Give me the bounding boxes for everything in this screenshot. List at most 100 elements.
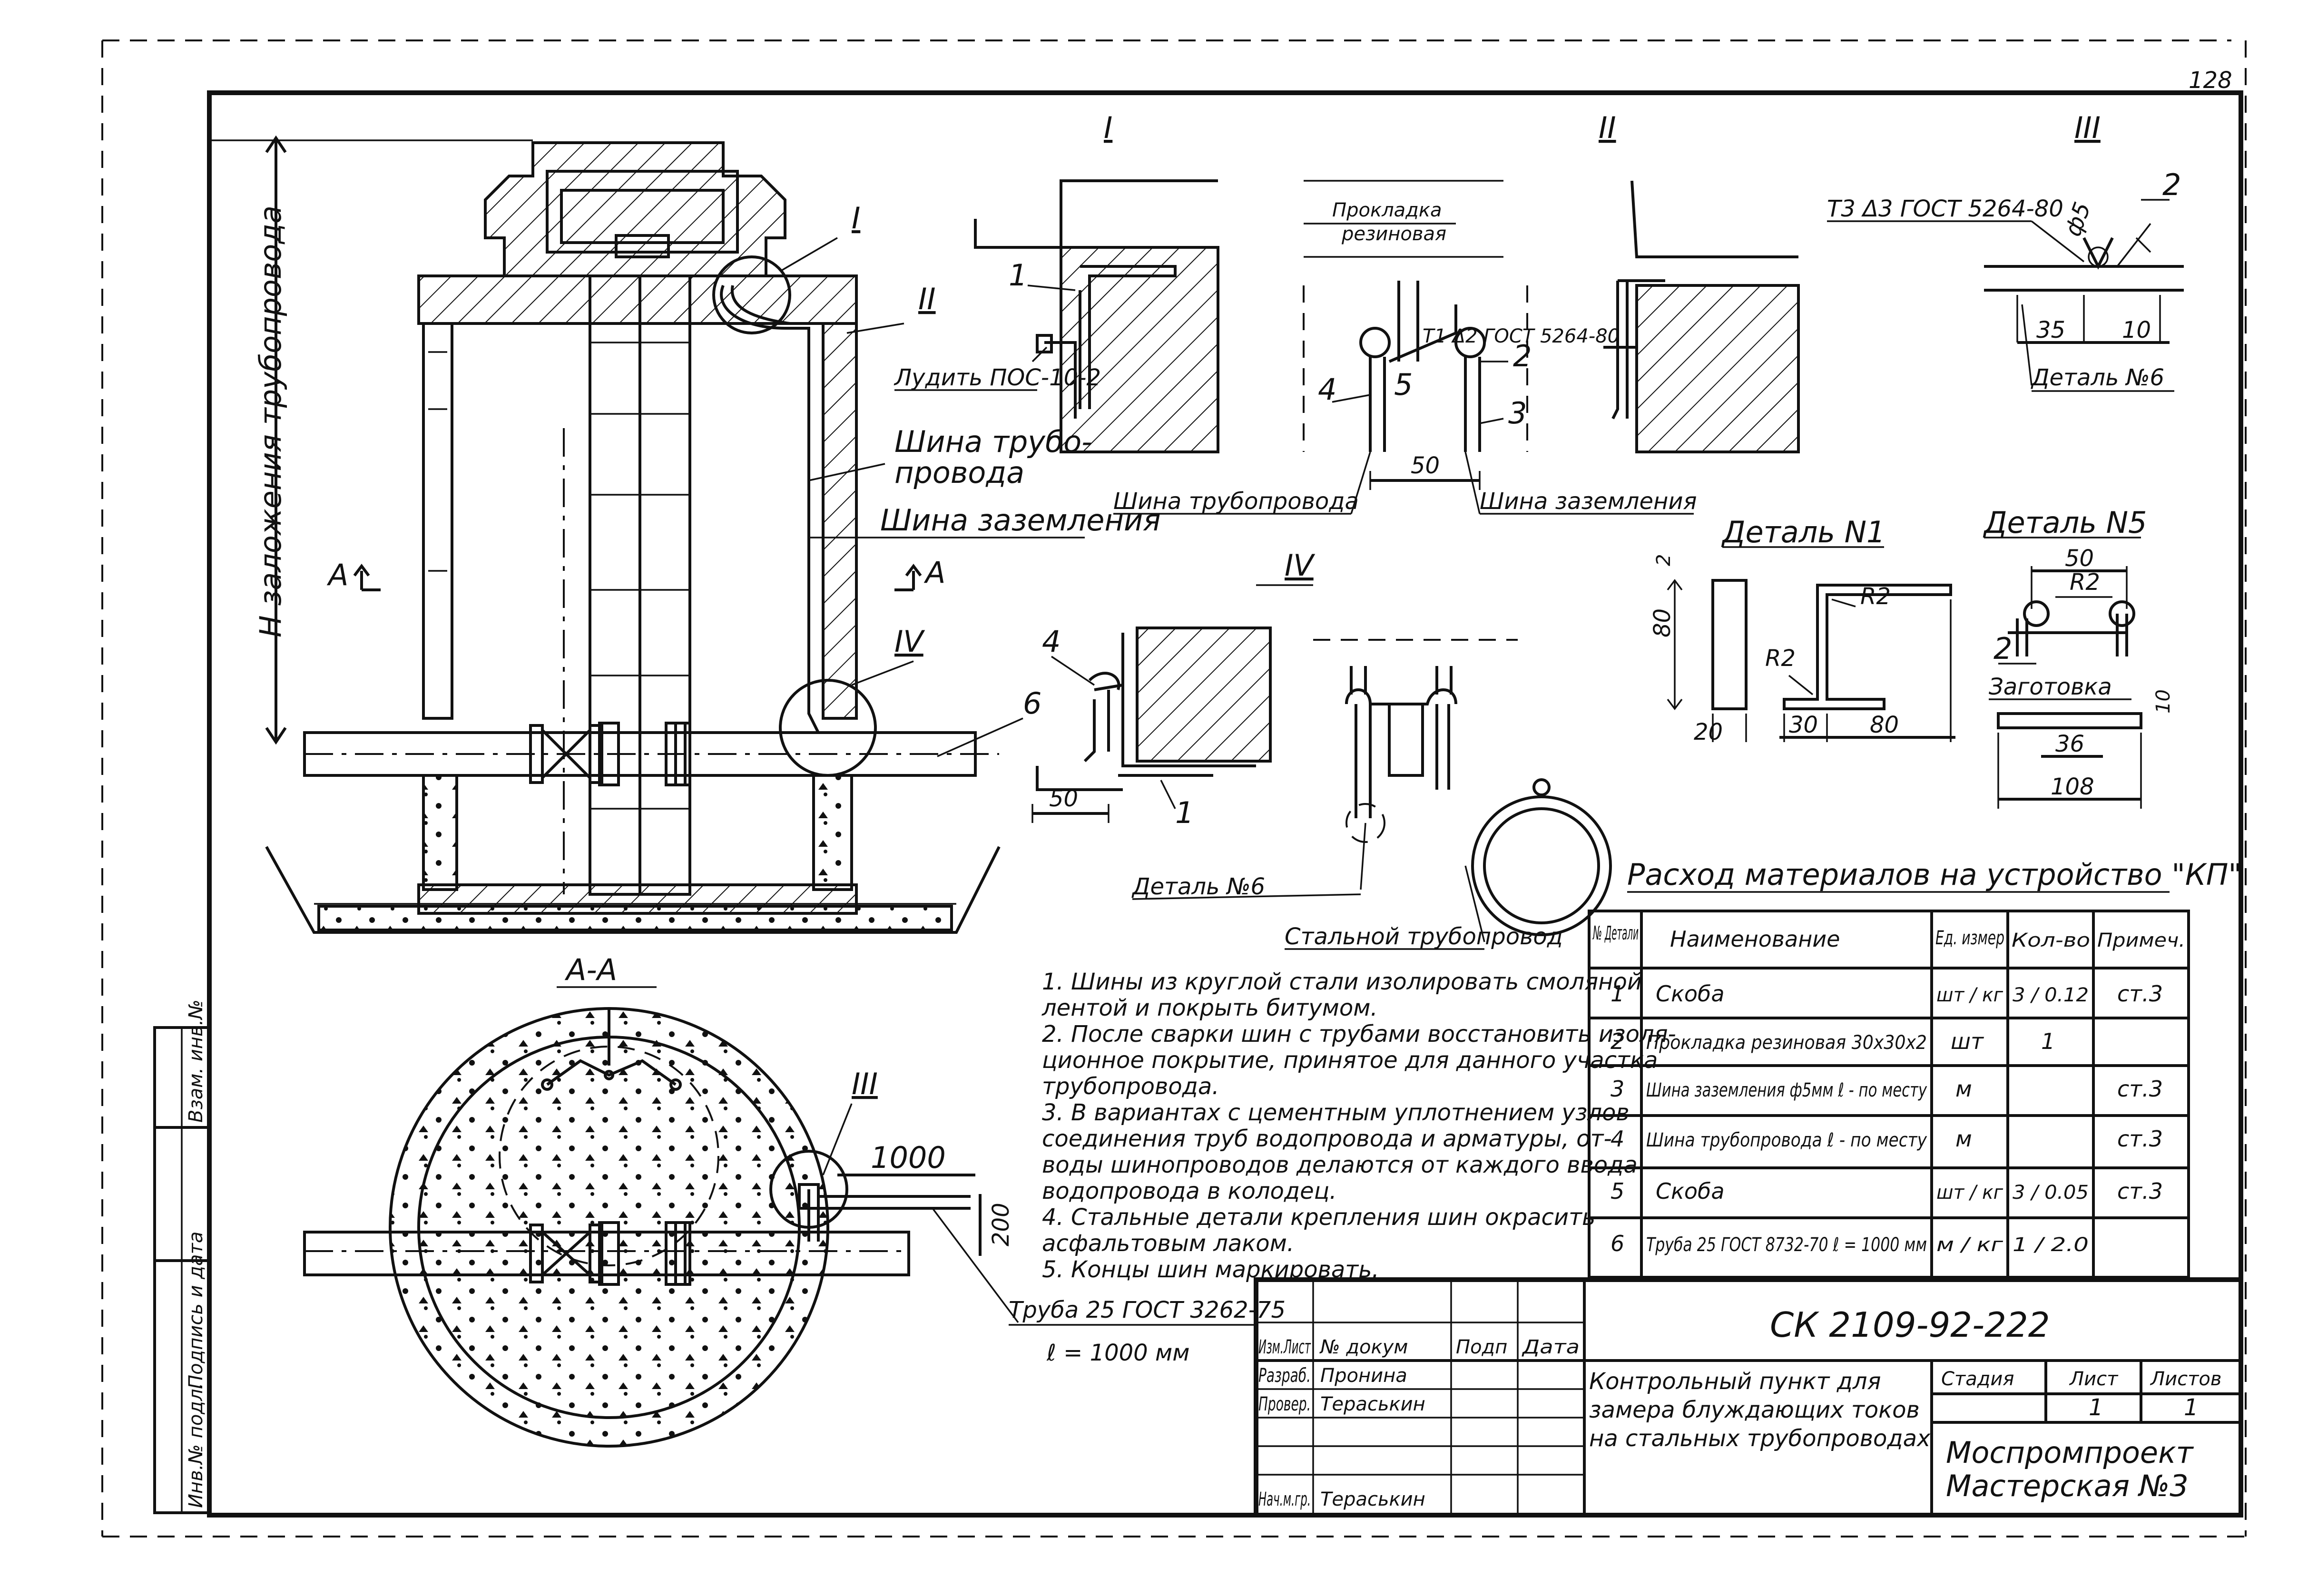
detail5-n2: 2 (1994, 631, 2012, 666)
row-3-note: ст.3 (2117, 1076, 2163, 1102)
detail-ii-pipeline-bus: Шина трубопровода (1113, 488, 1359, 515)
materials-header-qty: Кол-во (2012, 930, 2090, 951)
detail1-r2b: R2 (1765, 645, 1796, 672)
label-ground-bus: Шина заземления (880, 503, 1161, 538)
detail1-w30: 30 (1789, 712, 1818, 738)
plan-d1000: 1000 (871, 1140, 946, 1175)
detail-iv-detail6: Деталь №6 (1131, 873, 1265, 900)
detail-ii-title: II (1599, 110, 1616, 145)
title-name-3: Тераськин (1320, 1488, 1425, 1510)
title-desc-3: на стальных трубопроводах (1589, 1425, 1931, 1452)
table-row: 3 Шина заземления ф5мм ℓ - по месту м ст… (1611, 1076, 2163, 1102)
note-line-7: соединения труб водопровода и арматуры, … (1042, 1126, 1612, 1152)
row-6-qty: 1 / 2.0 (2013, 1234, 2089, 1256)
title-name-0: № докум (1319, 1336, 1408, 1358)
vertical-label: Н заложения трубопровода (253, 206, 288, 637)
callout-i: I (852, 201, 860, 235)
title-org-2: Мастерская №3 (1946, 1469, 2189, 1503)
title-name-1: Пронина (1320, 1365, 1407, 1387)
materials-header-pos: № Детали (1592, 922, 1639, 944)
row-4-name: Шина трубопровода ℓ - по месту (1646, 1129, 1927, 1151)
detail-ii-n5: 5 (1394, 367, 1413, 402)
detail5-d108: 108 (2051, 774, 2094, 800)
detail5-d50: 50 (2065, 545, 2094, 572)
detail1-h80: 80 (1649, 608, 1676, 637)
row-6-name: Труба 25 ГОСТ 8732-70 ℓ = 1000 мм (1646, 1234, 1927, 1256)
callout-ii: II (918, 282, 936, 316)
row-2-pos: 2 (1611, 1028, 1624, 1054)
row-5-note: ст.3 (2117, 1178, 2163, 1204)
detail1-title: Деталь N1 (1721, 515, 1885, 549)
note-line-3: 2. После сварки шин с трубами восстанови… (1042, 1021, 1676, 1048)
detail-i-title: I (1104, 110, 1112, 145)
title-org-1: Моспромпроект (1946, 1435, 2194, 1470)
detail-iii: III Т3 Δ3 ГОСТ 5264-80 ф5 2 35 10 Деталь… (1827, 110, 2184, 392)
detail-ii-gasket-1: Прокладка (1332, 199, 1442, 221)
materials-title: Расход материалов на устройство "КП" (1627, 857, 2242, 892)
elevation-view: Н заложения трубопровода (209, 135, 1161, 934)
detail1-r2a: R2 (1860, 583, 1891, 610)
materials-table: Расход материалов на устройство "КП" № Д… (1588, 857, 2242, 1279)
side-stamp-repl: Взам. инв.№ (185, 999, 207, 1123)
detail-ii-ground-bus: Шина заземления (1480, 488, 1697, 515)
note-line-11: асфальтовым лаком. (1042, 1230, 1294, 1257)
row-4-note: ст.3 (2117, 1126, 2163, 1152)
note-line-5: трубопровода. (1042, 1073, 1219, 1100)
row-1-qty: 3 / 0.12 (2013, 984, 2089, 1006)
detail-iv: IV 4 50 1 Деталь №6 Стальной трубопровод (1031, 548, 1612, 950)
detail-i-note: Лудить ПОС-10-2 (894, 364, 1101, 391)
title-name-2: Тераськин (1320, 1393, 1425, 1415)
table-row: 4 Шина трубопровода ℓ - по месту м ст.3 (1611, 1126, 2163, 1152)
section-arrow-right: А (923, 555, 945, 590)
row-5-pos: 5 (1611, 1178, 1624, 1204)
detail-ii-n2: 2 (1513, 339, 1532, 373)
plan-title: А-А (564, 952, 617, 987)
detail-ii-dim: 50 (1411, 452, 1440, 479)
title-sheet: 1 (2089, 1394, 2103, 1421)
label-pipeline-bus-2: провода (894, 455, 1024, 490)
row-5-qty: 3 / 0.05 (2013, 1182, 2089, 1204)
note-line-4: ционное покрытие, принятое для данного у… (1042, 1047, 1658, 1074)
title-stage-header: Стадия (1941, 1368, 2014, 1390)
row-4-unit: м (1955, 1126, 1972, 1152)
note-line-6: 3. В вариантах с цементным уплотнением у… (1042, 1099, 1630, 1126)
corner-mark: 128 (2189, 67, 2232, 94)
title-role-2: Провер. (1258, 1393, 1311, 1415)
title-code: СК 2109-92-222 (1770, 1305, 2050, 1345)
title-role-1: Разраб. (1258, 1365, 1311, 1387)
callout-iv: IV (894, 624, 925, 659)
detail-n5: Деталь N5 50 R2 2 Заготовка 10 36 108 (1983, 505, 2174, 809)
materials-header-name: Наименование (1670, 926, 1840, 952)
table-row: 1 Скоба шт / кг 3 / 0.12 ст.3 (1611, 981, 2163, 1007)
note-line-8: воды шинопроводов делаются от каждого вв… (1042, 1152, 1638, 1178)
title-desc-1: Контрольный пункт для (1589, 1368, 1881, 1395)
detail-iii-weld: Т3 Δ3 ГОСТ 5264-80 (1827, 196, 2063, 222)
row-3-pos: 3 (1611, 1076, 1624, 1102)
title-sheet-header: Лист (2069, 1368, 2119, 1390)
detail-i: I 1 Лудить ПОС-10-2 (894, 110, 1219, 453)
title-sheets-header: Листов (2150, 1368, 2221, 1390)
detail-ii-n3: 3 (1508, 396, 1527, 431)
title-block: СК 2109-92-222 Контрольный пункт для зам… (1254, 1277, 2243, 1518)
detail-iii-phi: ф5 (2060, 199, 2096, 240)
detail-iv-steel-pipe: Стальной трубопровод (1285, 923, 1563, 950)
plan-pipe-1: Труба 25 ГОСТ 3262-75 (1009, 1297, 1286, 1323)
callout-6: 6 (1023, 686, 1041, 721)
detail-iii-n2: 2 (2162, 167, 2181, 202)
detail-iii-title: III (2074, 110, 2101, 145)
note-line-2: лентой и покрыть битумом. (1041, 995, 1378, 1021)
detail1-h2: 2 (1653, 554, 1675, 566)
detail1-w20: 20 (1694, 719, 1723, 745)
side-stamp-orig: Инв.№ подл. (185, 1383, 207, 1508)
detail-ii-weld: Т1 Δ2 ГОСТ 5264-80 (1423, 325, 1620, 347)
detail-n1: Деталь N1 80 2 R2 R2 20 30 80 (1649, 515, 1955, 745)
row-5-name: Скоба (1656, 1178, 1725, 1204)
general-notes: 1. Шины из круглой стали изолировать смо… (1041, 969, 1676, 1283)
detail-iii-d35: 35 (2036, 317, 2065, 343)
sheet-frame (101, 39, 2247, 1537)
detail5-r2: R2 (2070, 569, 2100, 596)
detail-iv-n4: 4 (1042, 624, 1061, 659)
title-sheets: 1 (2184, 1394, 2199, 1421)
row-5-unit: шт / кг (1936, 1182, 2003, 1204)
